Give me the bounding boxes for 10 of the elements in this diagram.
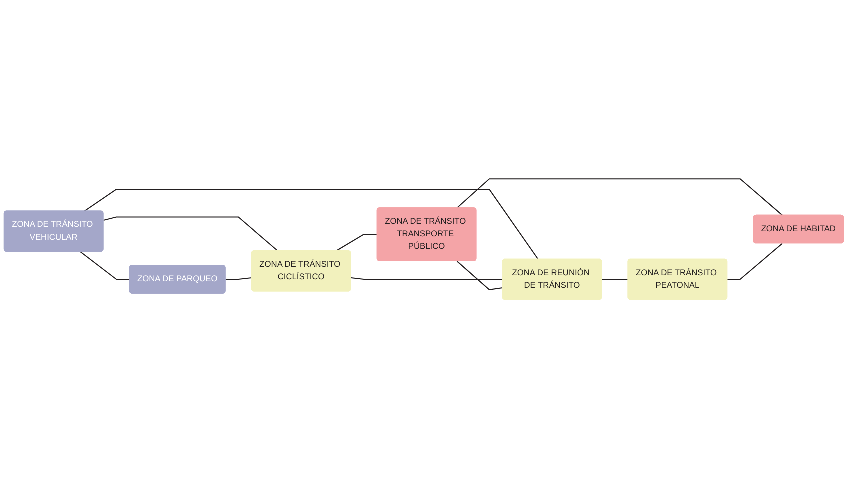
connector <box>336 234 378 252</box>
connector <box>456 178 783 216</box>
connector <box>226 277 252 280</box>
connector <box>80 252 130 280</box>
connector <box>602 278 628 280</box>
connector <box>351 277 503 280</box>
connector <box>456 261 503 290</box>
connector <box>104 216 278 252</box>
connector <box>728 243 783 280</box>
connector <box>84 189 539 260</box>
